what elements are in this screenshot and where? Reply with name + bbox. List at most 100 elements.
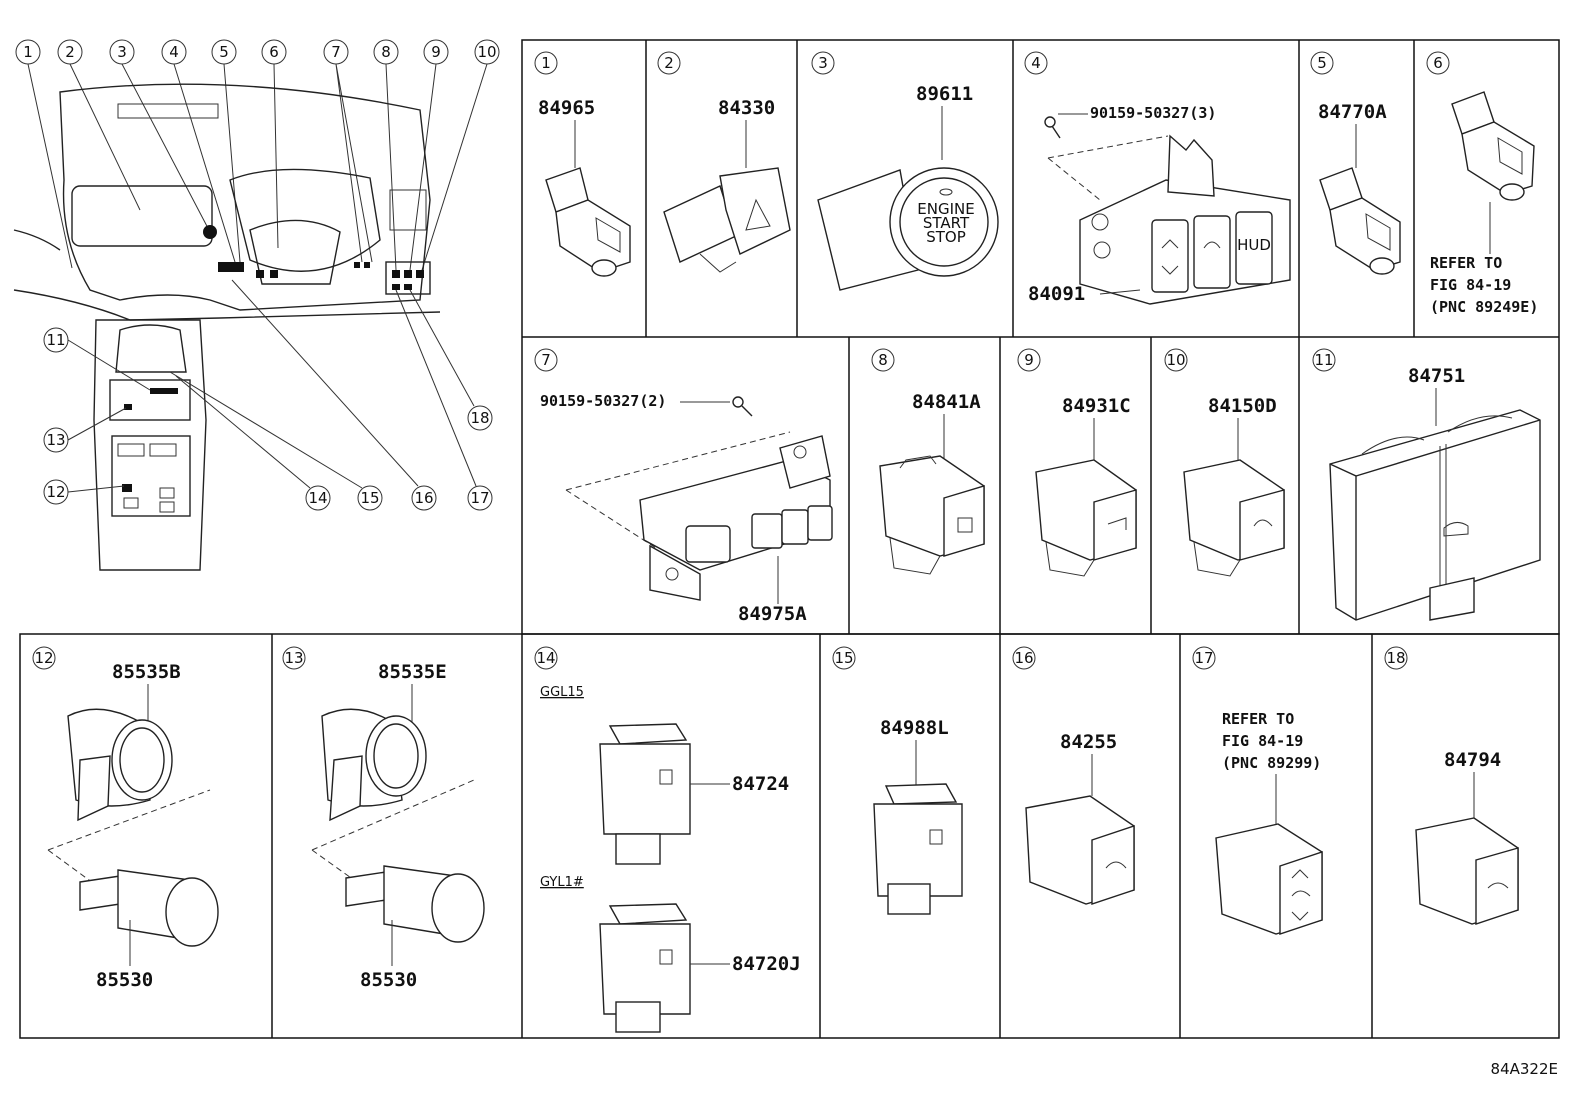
panel-4: 4 90159-50327(3) HUD 84091 bbox=[1024, 51, 1291, 305]
part-number-84724: 84724 bbox=[732, 773, 789, 795]
part-number-84965: 84965 bbox=[538, 97, 595, 119]
part-number-85535b: 85535B bbox=[112, 661, 181, 683]
overview-callout-18: 18 bbox=[470, 409, 489, 427]
overview-callout-7: 7 bbox=[331, 43, 341, 61]
variant-code-gyl1: GYL1# bbox=[540, 875, 584, 890]
panel-number: 8 bbox=[878, 351, 888, 369]
refer-line-2: FIG 84-19 bbox=[1222, 732, 1303, 750]
control-panel-illustration bbox=[1329, 409, 1541, 621]
part-number-85530: 85530 bbox=[360, 969, 417, 991]
switch-illustration bbox=[1215, 823, 1323, 935]
switch-illustration bbox=[545, 167, 631, 277]
switch-assembly-illustration: HUD bbox=[1079, 134, 1291, 305]
panel-8: 8 84841A bbox=[871, 348, 985, 575]
switch-illustration bbox=[1451, 91, 1535, 201]
overview-callout-11: 11 bbox=[46, 331, 65, 349]
part-number-84770a: 84770A bbox=[1318, 101, 1387, 123]
panel-number: 12 bbox=[34, 649, 53, 667]
switch-illustration bbox=[1025, 795, 1135, 905]
panel-14: 14 GGL15 84724 GYL1# 84720J bbox=[534, 646, 801, 1033]
panel-number: 2 bbox=[664, 54, 674, 72]
dashboard-overview: 1 2 3 4 5 6 7 8 9 10 bbox=[13, 39, 500, 571]
overview-callout-14: 14 bbox=[308, 489, 327, 507]
part-number-84720j: 84720J bbox=[732, 953, 801, 975]
refer-line-3: (PNC 89249E) bbox=[1430, 298, 1538, 316]
panel-number: 11 bbox=[1314, 351, 1333, 369]
panel-number: 3 bbox=[818, 54, 828, 72]
overview-callout-8: 8 bbox=[381, 43, 391, 61]
lighter-illustration bbox=[345, 865, 485, 943]
part-number-84091: 84091 bbox=[1028, 283, 1085, 305]
part-number-85530: 85530 bbox=[96, 969, 153, 991]
part-number-84841a: 84841A bbox=[912, 391, 981, 413]
refer-line-2: FIG 84-19 bbox=[1430, 276, 1511, 294]
part-number-84931c: 84931C bbox=[1062, 395, 1131, 417]
panel-1: 1 84965 bbox=[534, 51, 631, 277]
switch-illustration bbox=[1035, 459, 1137, 577]
panel-number: 1 bbox=[541, 54, 551, 72]
switch-illustration bbox=[599, 903, 691, 1033]
overview-callout-16: 16 bbox=[414, 489, 433, 507]
button-text-engine: ENGINE bbox=[917, 200, 974, 218]
part-number-84330: 84330 bbox=[718, 97, 775, 119]
panel-15: 15 84988L bbox=[832, 646, 963, 915]
switch-illustration bbox=[1183, 459, 1285, 577]
overview-callout-13: 13 bbox=[46, 431, 65, 449]
panel-number: 10 bbox=[1166, 351, 1185, 369]
panel-number: 13 bbox=[284, 649, 303, 667]
switch-illustration bbox=[1319, 167, 1401, 275]
part-number-89611: 89611 bbox=[916, 83, 973, 105]
screw-icon bbox=[1044, 116, 1061, 139]
screw-part-number: 90159-50327(2) bbox=[540, 392, 666, 410]
panel-3: 3 89611 ENGINE START STOP bbox=[811, 51, 999, 291]
lighter-illustration bbox=[79, 869, 219, 947]
refer-line-1: REFER TO bbox=[1222, 710, 1294, 728]
panel-9: 9 84931C bbox=[1017, 348, 1137, 577]
overview-callouts-top: 1 2 3 4 5 6 7 8 9 10 bbox=[15, 39, 500, 65]
panel-number: 9 bbox=[1024, 351, 1034, 369]
panel-11: 11 84751 bbox=[1312, 348, 1541, 621]
screw-icon bbox=[732, 396, 753, 417]
panel-17: 17 REFER TO FIG 84-19 (PNC 89299) bbox=[1192, 646, 1323, 935]
panel-6: 6 REFER TO FIG 84-19 (PNC 89249E) bbox=[1426, 51, 1538, 316]
panel-number: 7 bbox=[541, 351, 551, 369]
hud-label: HUD bbox=[1237, 236, 1271, 254]
panel-18: 18 84794 bbox=[1384, 646, 1519, 925]
panel-number: 6 bbox=[1433, 54, 1443, 72]
panel-number: 17 bbox=[1194, 649, 1213, 667]
panel-number: 5 bbox=[1317, 54, 1327, 72]
switch-assembly-illustration bbox=[639, 435, 833, 601]
hazard-switch-illustration bbox=[663, 167, 791, 273]
overview-callout-5: 5 bbox=[219, 43, 229, 61]
panel-2: 2 84330 bbox=[657, 51, 791, 273]
overview-callout-6: 6 bbox=[269, 43, 279, 61]
switch-illustration bbox=[1415, 817, 1519, 925]
overview-callout-2: 2 bbox=[65, 43, 75, 61]
overview-callout-4: 4 bbox=[169, 43, 179, 61]
overview-callout-1: 1 bbox=[23, 43, 33, 61]
overview-callout-9: 9 bbox=[431, 43, 441, 61]
overview-callout-17: 17 bbox=[470, 489, 489, 507]
button-text-start: START bbox=[923, 214, 970, 232]
socket-illustration bbox=[67, 708, 173, 822]
panel-12: 12 85535B 85530 bbox=[32, 646, 219, 991]
part-number-84794: 84794 bbox=[1444, 749, 1501, 771]
part-number-84751: 84751 bbox=[1408, 365, 1465, 387]
socket-illustration bbox=[321, 708, 427, 822]
panel-number: 15 bbox=[834, 649, 853, 667]
overview-callout-3: 3 bbox=[117, 43, 127, 61]
panel-10: 10 84150D bbox=[1164, 348, 1285, 577]
panel-16: 16 84255 bbox=[1012, 646, 1135, 905]
fuel-door-switch-illustration bbox=[879, 455, 985, 575]
overview-callout-10: 10 bbox=[477, 43, 496, 61]
panel-number: 18 bbox=[1386, 649, 1405, 667]
panel-13: 13 85535E 85530 bbox=[282, 646, 485, 991]
refer-line-3: (PNC 89299) bbox=[1222, 754, 1321, 772]
button-text-stop: STOP bbox=[926, 228, 966, 246]
figure-code: 84A322E bbox=[1491, 1060, 1558, 1078]
panel-number: 16 bbox=[1014, 649, 1033, 667]
part-number-84988l: 84988L bbox=[880, 717, 949, 739]
part-number-84975a: 84975A bbox=[738, 603, 807, 625]
panel-number: 4 bbox=[1031, 54, 1041, 72]
